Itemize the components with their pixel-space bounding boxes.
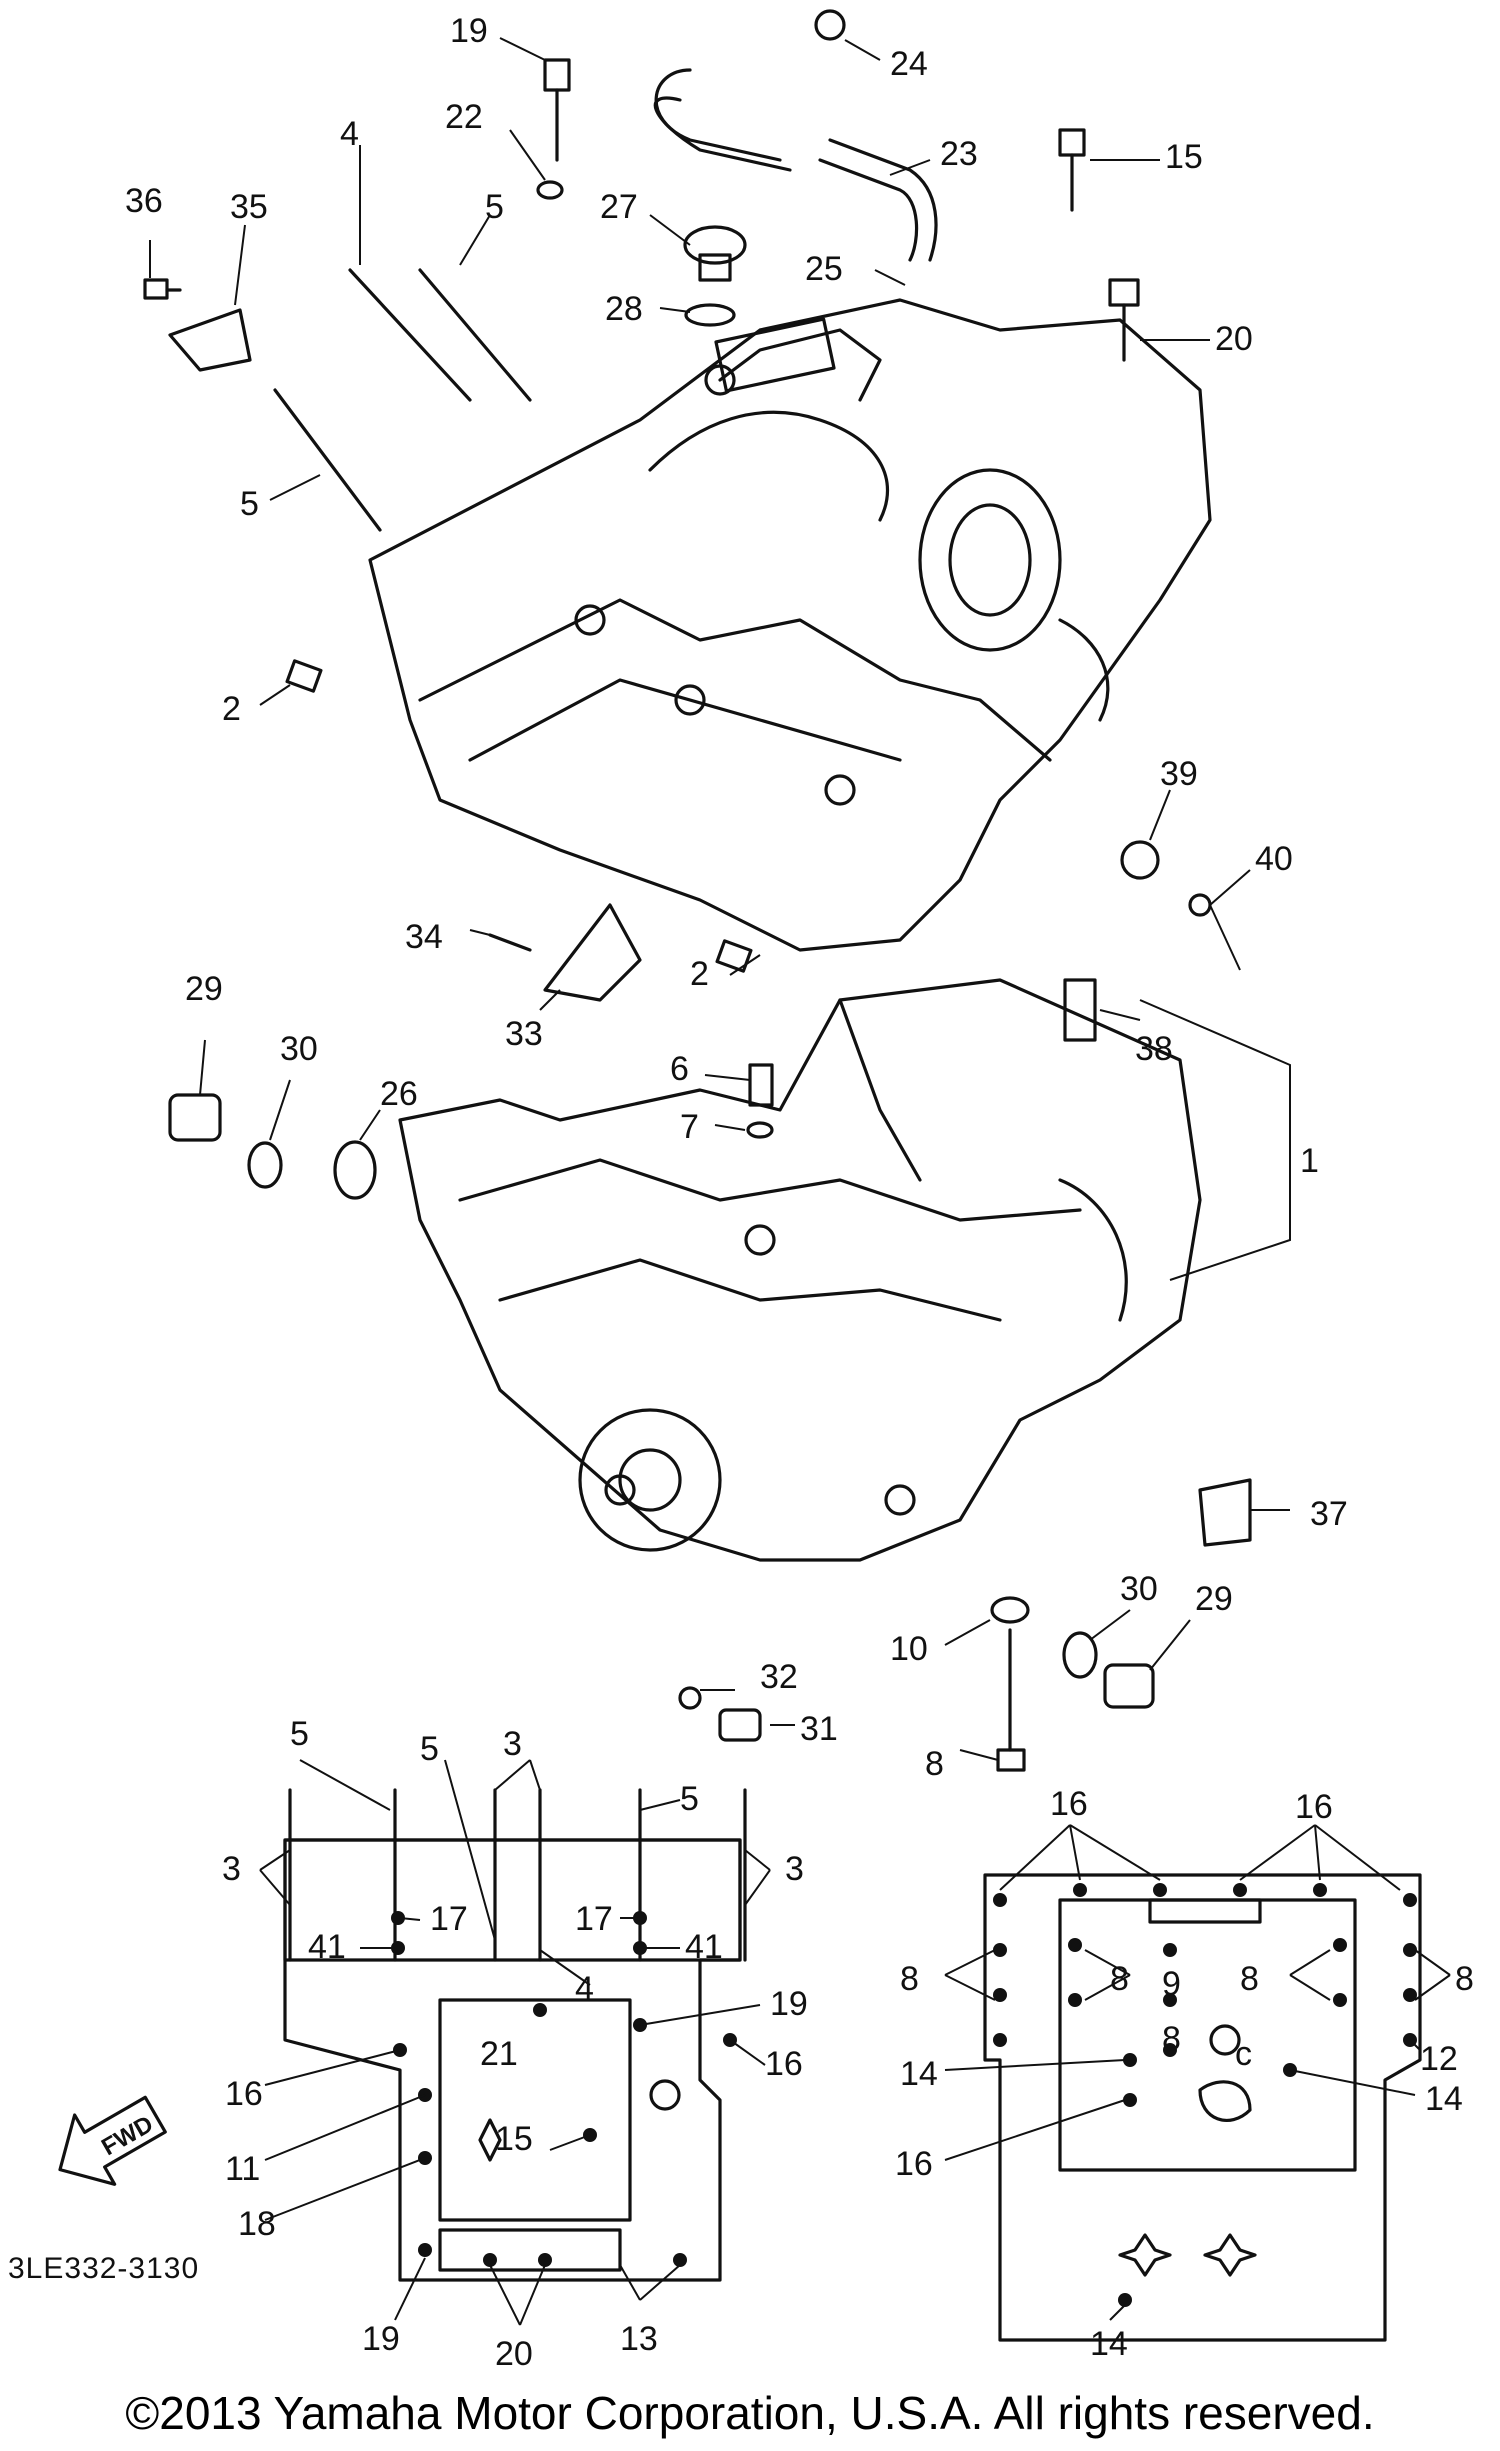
left-3-top: 3 (503, 1725, 522, 1763)
callout-31: 31 (800, 1710, 838, 1748)
left-3-left: 3 (222, 1850, 241, 1888)
callout-34: 34 (405, 918, 443, 956)
callout-35: 35 (230, 188, 268, 226)
right-12: 12 (1420, 2040, 1458, 2078)
left-17-b: 17 (575, 1900, 613, 1938)
callout-38: 38 (1135, 1030, 1173, 1068)
left-18: 18 (238, 2205, 276, 2243)
left-3-right: 3 (785, 1850, 804, 1888)
callout-5-left: 5 (240, 485, 259, 523)
callout-20: 20 (1215, 320, 1253, 358)
right-14-bottom: 14 (1090, 2325, 1128, 2363)
callout-19: 19 (450, 12, 488, 50)
left-19-top: 19 (770, 1985, 808, 2023)
callout-37: 37 (1310, 1495, 1348, 1533)
left-5-b: 5 (420, 1730, 439, 1768)
left-15: 15 (495, 2120, 533, 2158)
callout-8: 8 (925, 1745, 944, 1783)
left-41-a: 41 (308, 1928, 346, 1966)
left-5-a: 5 (290, 1715, 309, 1753)
left-inset-bolt-layout: 5 5 3 5 3 3 17 17 41 41 4 19 21 16 16 11… (222, 1715, 808, 2373)
right-14-left: 14 (900, 2055, 938, 2093)
callout-15: 15 (1165, 138, 1203, 176)
leader-lines (149, 37, 1291, 1761)
copyright-notice: ©2013 Yamaha Motor Corporation, U.S.A. A… (125, 2387, 1375, 2439)
callout-36: 36 (125, 182, 163, 220)
fwd-arrow: FWD (58, 2095, 167, 2186)
right-8-d: 8 (1162, 2020, 1181, 2058)
upper-crankcase (368, 298, 1212, 952)
callout-26: 26 (380, 1075, 418, 1113)
callout-2-center: 2 (690, 955, 709, 993)
right-16-b: 16 (1295, 1788, 1333, 1826)
main-callouts: 19 24 22 23 15 4 36 35 5 27 25 28 20 5 2… (125, 12, 1348, 1783)
callout-1: 1 (1300, 1142, 1319, 1180)
right-8-c: 8 (1240, 1960, 1259, 1998)
left-11: 11 (225, 2150, 260, 2188)
left-20: 20 (495, 2335, 533, 2373)
right-16-a: 16 (1050, 1785, 1088, 1823)
callout-30-right: 30 (1120, 1570, 1158, 1608)
left-19-bottom: 19 (362, 2320, 400, 2358)
callout-40: 40 (1255, 840, 1293, 878)
right-16-c: 16 (895, 2145, 933, 2183)
small-parts (143, 9, 1252, 1772)
callout-23: 23 (940, 135, 978, 173)
callout-22: 22 (445, 98, 483, 136)
right-8-left: 8 (900, 1960, 919, 1998)
callout-32: 32 (760, 1658, 798, 1696)
callout-29-right: 29 (1195, 1580, 1233, 1618)
callout-2-left: 2 (222, 690, 241, 728)
left-16-right: 16 (765, 2045, 803, 2083)
right-8-right: 8 (1455, 1960, 1474, 1998)
callout-5-top: 5 (485, 188, 504, 226)
left-17-a: 17 (430, 1900, 468, 1938)
left-13: 13 (620, 2320, 658, 2358)
callout-27: 27 (600, 188, 638, 226)
right-inset-bolt-layout: 16 16 8 8 9 8 8 8 14 12 c 14 16 14 (895, 1785, 1474, 2363)
left-41-b: 41 (685, 1928, 723, 1966)
callout-25: 25 (805, 250, 843, 288)
callout-24: 24 (890, 45, 928, 83)
callout-29-left: 29 (185, 970, 223, 1008)
callout-28: 28 (605, 290, 643, 328)
callout-39: 39 (1160, 755, 1198, 793)
callout-4: 4 (340, 115, 359, 153)
callout-10: 10 (890, 1630, 928, 1668)
figure-code: 3LE332-3130 (8, 2252, 199, 2285)
left-21: 21 (480, 2035, 518, 2073)
left-4: 4 (575, 1970, 594, 2008)
callout-30-left: 30 (280, 1030, 318, 1068)
lower-crankcase (398, 978, 1202, 1562)
left-5-c: 5 (680, 1780, 699, 1818)
right-14-right: 14 (1425, 2080, 1463, 2118)
callout-6: 6 (670, 1050, 689, 1088)
left-16-left: 16 (225, 2075, 263, 2113)
right-8-b: 8 (1110, 1960, 1129, 1998)
right-c: c (1235, 2035, 1252, 2073)
callout-7: 7 (680, 1108, 699, 1146)
right-9: 9 (1162, 1965, 1181, 2003)
callout-33: 33 (505, 1015, 543, 1053)
